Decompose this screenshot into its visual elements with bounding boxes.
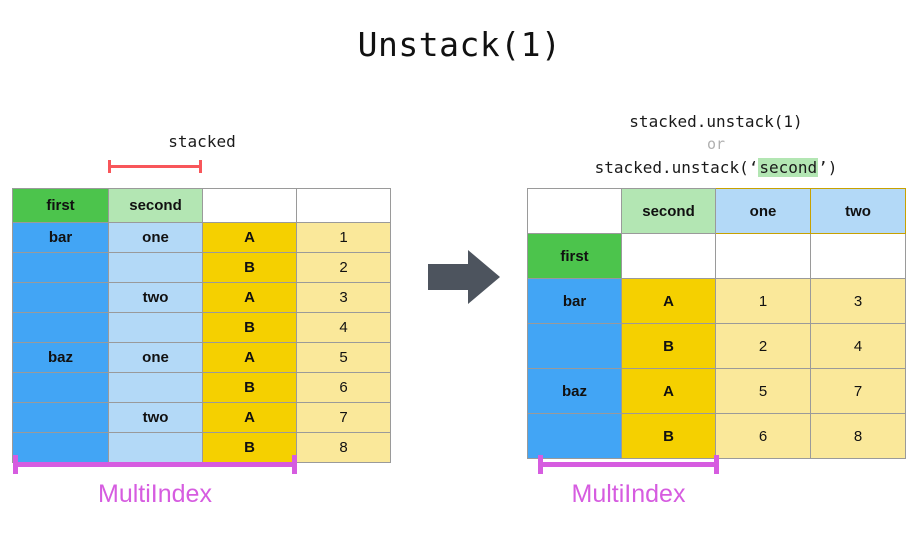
bracket-bar	[13, 462, 297, 467]
table-row: baz one A 5	[12, 342, 391, 373]
cell-value-one: 5	[715, 368, 811, 414]
unstacked-table: second one two first bar A 1 3 B 2 4 baz…	[527, 188, 906, 459]
header-cell-blank-1	[621, 233, 716, 279]
cell-second: one	[108, 342, 203, 373]
cell-value-one: 2	[715, 323, 811, 369]
table-header-row-1: second one two	[527, 188, 906, 234]
cell-level: B	[621, 413, 716, 459]
cell-level: A	[621, 368, 716, 414]
left-multiindex-bracket-icon	[13, 455, 297, 474]
caption-line-or: or	[706, 135, 726, 153]
cell-first	[12, 372, 109, 403]
caption-suffix: ’)	[818, 158, 838, 177]
page-title: Unstack(1)	[357, 25, 562, 64]
table-header-row: first second	[12, 188, 391, 223]
table-row: two A 7	[12, 402, 391, 433]
cell-level: A	[202, 282, 297, 313]
cell-level: A	[621, 278, 716, 324]
cell-level: B	[202, 252, 297, 283]
header-cell-first: first	[527, 233, 622, 279]
table-row: B 2	[12, 252, 391, 283]
cell-first	[12, 282, 109, 313]
cell-first	[12, 402, 109, 433]
cell-first	[12, 312, 109, 343]
cell-second	[108, 252, 203, 283]
header-cell-blank-1	[202, 188, 297, 223]
second-column-span-bracket-icon	[108, 159, 202, 173]
caption-line-unstack-second: stacked.unstack(‘second’)	[527, 156, 905, 179]
cell-value: 8	[296, 432, 391, 463]
table-row: B 2 4	[527, 323, 906, 369]
cell-first: baz	[527, 368, 622, 414]
cell-value: 6	[296, 372, 391, 403]
cell-value-one: 1	[715, 278, 811, 324]
cell-first: bar	[12, 222, 109, 253]
header-cell-two: two	[810, 188, 906, 234]
table-row: bar A 1 3	[527, 278, 906, 324]
caption-prefix: stacked.unstack(‘	[594, 158, 759, 177]
cell-value-two: 4	[810, 323, 906, 369]
cell-second	[108, 312, 203, 343]
table-row: B 8	[12, 432, 391, 463]
stacked-table: first second bar one A 1 B 2 two A 3 B	[12, 188, 391, 463]
right-multiindex-bracket-icon	[538, 455, 719, 474]
cell-value: 1	[296, 222, 391, 253]
cell-level: B	[202, 432, 297, 463]
cell-second: one	[108, 222, 203, 253]
caption-line-unstack-1: stacked.unstack(1)	[629, 112, 803, 131]
bracket-cap-right	[199, 160, 202, 173]
header-cell-second: second	[108, 188, 203, 223]
cell-value: 2	[296, 252, 391, 283]
cell-value: 5	[296, 342, 391, 373]
cell-first	[12, 252, 109, 283]
bracket-cap-right	[714, 455, 719, 474]
right-table-caption: stacked.unstack(1) or stacked.unstack(‘s…	[527, 110, 905, 179]
header-cell-one: one	[715, 188, 811, 234]
table-row: B 4	[12, 312, 391, 343]
cell-value: 4	[296, 312, 391, 343]
cell-first	[527, 323, 622, 369]
table-row: baz A 5 7	[527, 368, 906, 414]
cell-level: A	[202, 342, 297, 373]
right-arrow-icon	[428, 250, 500, 304]
cell-value: 7	[296, 402, 391, 433]
cell-level: A	[202, 222, 297, 253]
header-cell-blank-2	[715, 233, 811, 279]
cell-level: B	[202, 312, 297, 343]
table-row: two A 3	[12, 282, 391, 313]
cell-first	[12, 432, 109, 463]
header-cell-blank-corner	[527, 188, 622, 234]
bracket-bar	[108, 165, 202, 168]
cell-value: 3	[296, 282, 391, 313]
left-table-caption: stacked	[168, 132, 236, 151]
cell-value-two: 8	[810, 413, 906, 459]
bracket-cap-right	[292, 455, 297, 474]
table-row: B 6	[12, 372, 391, 403]
right-multiindex-label: MultiIndex	[571, 480, 686, 508]
cell-first: baz	[12, 342, 109, 373]
cell-level: B	[202, 372, 297, 403]
table-row: bar one A 1	[12, 222, 391, 253]
table-header-row-2: first	[527, 233, 906, 279]
cell-second	[108, 372, 203, 403]
header-cell-blank-3	[810, 233, 906, 279]
caption-highlight-second: second	[758, 158, 819, 177]
cell-value-two: 3	[810, 278, 906, 324]
cell-second: two	[108, 282, 203, 313]
cell-first: bar	[527, 278, 622, 324]
cell-level: B	[621, 323, 716, 369]
cell-value-two: 7	[810, 368, 906, 414]
table-row: B 6 8	[527, 413, 906, 459]
cell-level: A	[202, 402, 297, 433]
header-cell-second: second	[621, 188, 716, 234]
header-cell-first: first	[12, 188, 109, 223]
left-multiindex-label: MultiIndex	[98, 480, 212, 508]
bracket-bar	[538, 462, 719, 467]
header-cell-blank-2	[296, 188, 391, 223]
cell-first	[527, 413, 622, 459]
cell-second: two	[108, 402, 203, 433]
cell-value-one: 6	[715, 413, 811, 459]
